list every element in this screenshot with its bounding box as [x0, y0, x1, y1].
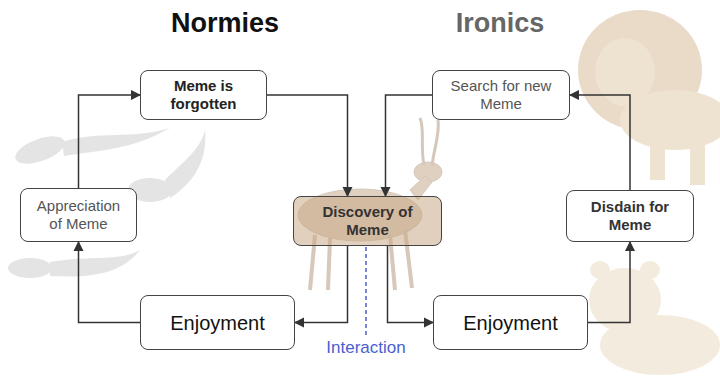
process-box: Appreciation of Meme	[20, 188, 137, 242]
flow-arrow	[588, 242, 630, 323]
flow-arrow	[388, 246, 434, 323]
interaction-label: Interaction	[323, 338, 408, 358]
box-text: Meme is forgotten	[149, 77, 258, 113]
lion	[578, 10, 720, 185]
loop-heading: Normies	[168, 8, 282, 39]
loop-heading: Ironics	[453, 8, 548, 39]
tadpoles	[8, 128, 205, 278]
process-box: Enjoyment	[433, 295, 588, 350]
box-text: Search for new Meme	[441, 77, 561, 113]
box-text: Appreciation of Meme	[29, 197, 128, 233]
flow-arrow	[570, 95, 630, 190]
interaction-leader	[365, 247, 367, 337]
process-box: Disdain for Meme	[566, 190, 694, 242]
flow-arrow	[295, 246, 348, 323]
process-box: Discovery of Meme	[293, 196, 442, 246]
process-box: Enjoyment	[140, 295, 295, 350]
box-text: Discovery of Meme	[302, 203, 433, 239]
lion-cub	[589, 261, 720, 375]
flow-arrow	[79, 242, 141, 323]
box-text: Disdain for Meme	[575, 198, 685, 234]
flow-arrow	[79, 95, 141, 188]
flow-arrow	[267, 95, 348, 196]
process-box: Meme is forgotten	[140, 70, 267, 120]
flow-arrow	[386, 95, 433, 196]
box-text: Enjoyment	[463, 311, 558, 335]
process-box: Search for new Meme	[432, 70, 570, 120]
box-text: Enjoyment	[170, 311, 265, 335]
